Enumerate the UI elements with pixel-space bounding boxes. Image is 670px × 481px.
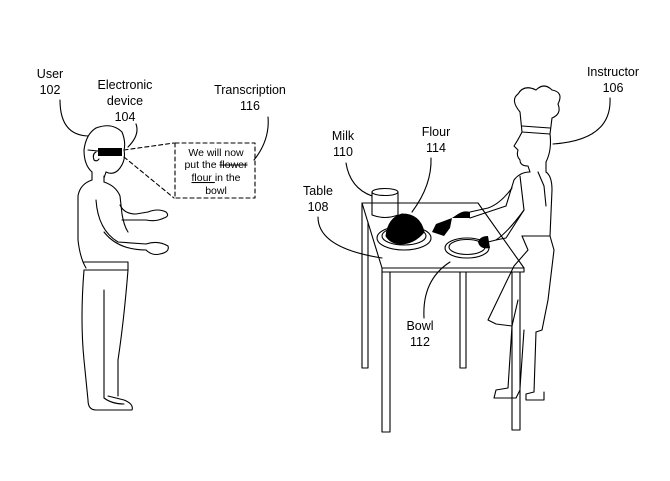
leader-bowl bbox=[423, 261, 451, 319]
label-user: User 102 bbox=[37, 67, 63, 97]
spatula-icon bbox=[432, 211, 470, 236]
label-transcription: Transcription 116 bbox=[214, 83, 286, 113]
svg-text:104: 104 bbox=[115, 110, 136, 124]
svg-text:114: 114 bbox=[426, 141, 446, 155]
svg-text:Instructor: Instructor bbox=[587, 65, 639, 79]
svg-text:Electronic: Electronic bbox=[98, 78, 153, 92]
svg-text:Bowl: Bowl bbox=[406, 319, 433, 333]
flour-plate bbox=[376, 213, 432, 251]
svg-text:device: device bbox=[107, 94, 143, 108]
svg-text:Milk: Milk bbox=[332, 129, 355, 143]
label-flour: Flour 114 bbox=[422, 125, 450, 155]
svg-text:bowl: bowl bbox=[205, 185, 227, 197]
svg-text:108: 108 bbox=[308, 200, 329, 214]
instructor-figure bbox=[432, 85, 561, 401]
struck-word: flower bbox=[220, 159, 249, 171]
svg-text:112: 112 bbox=[410, 335, 430, 349]
transcription-box bbox=[174, 142, 256, 199]
smart-glasses-icon bbox=[87, 148, 122, 156]
svg-text:102: 102 bbox=[40, 83, 61, 97]
transcription-line-2: put the flower bbox=[184, 159, 248, 171]
leader-milk bbox=[345, 162, 373, 197]
svg-text:We will now: We will now bbox=[188, 147, 244, 159]
svg-text:Table: Table bbox=[303, 184, 333, 198]
label-device: Electronic device 104 bbox=[98, 78, 153, 124]
leader-device bbox=[127, 123, 138, 148]
table bbox=[361, 202, 525, 433]
transcription-text: We will now put the flower flour in the … bbox=[184, 147, 248, 197]
svg-text:Transcription: Transcription bbox=[214, 83, 286, 97]
leader-flour bbox=[411, 157, 432, 213]
svg-text:106: 106 bbox=[603, 81, 624, 95]
projection-line-bottom bbox=[123, 156, 175, 199]
svg-text:Flour: Flour bbox=[422, 125, 450, 139]
svg-text:116: 116 bbox=[240, 99, 260, 113]
user-figure bbox=[77, 125, 169, 411]
label-instructor: Instructor 106 bbox=[587, 65, 639, 95]
leader-user bbox=[59, 99, 89, 137]
leader-table bbox=[317, 216, 383, 259]
label-milk: Milk 110 bbox=[332, 129, 355, 159]
svg-text:User: User bbox=[37, 67, 63, 81]
label-bowl: Bowl 112 bbox=[406, 319, 433, 349]
projection-line-top bbox=[123, 142, 175, 151]
svg-text:110: 110 bbox=[333, 145, 353, 159]
leader-instructor bbox=[552, 97, 611, 145]
label-table: Table 108 bbox=[303, 184, 333, 214]
leader-transcription bbox=[253, 116, 269, 161]
corrected-word: flour bbox=[191, 172, 214, 184]
transcription-line-3: flour in the bbox=[191, 172, 240, 184]
